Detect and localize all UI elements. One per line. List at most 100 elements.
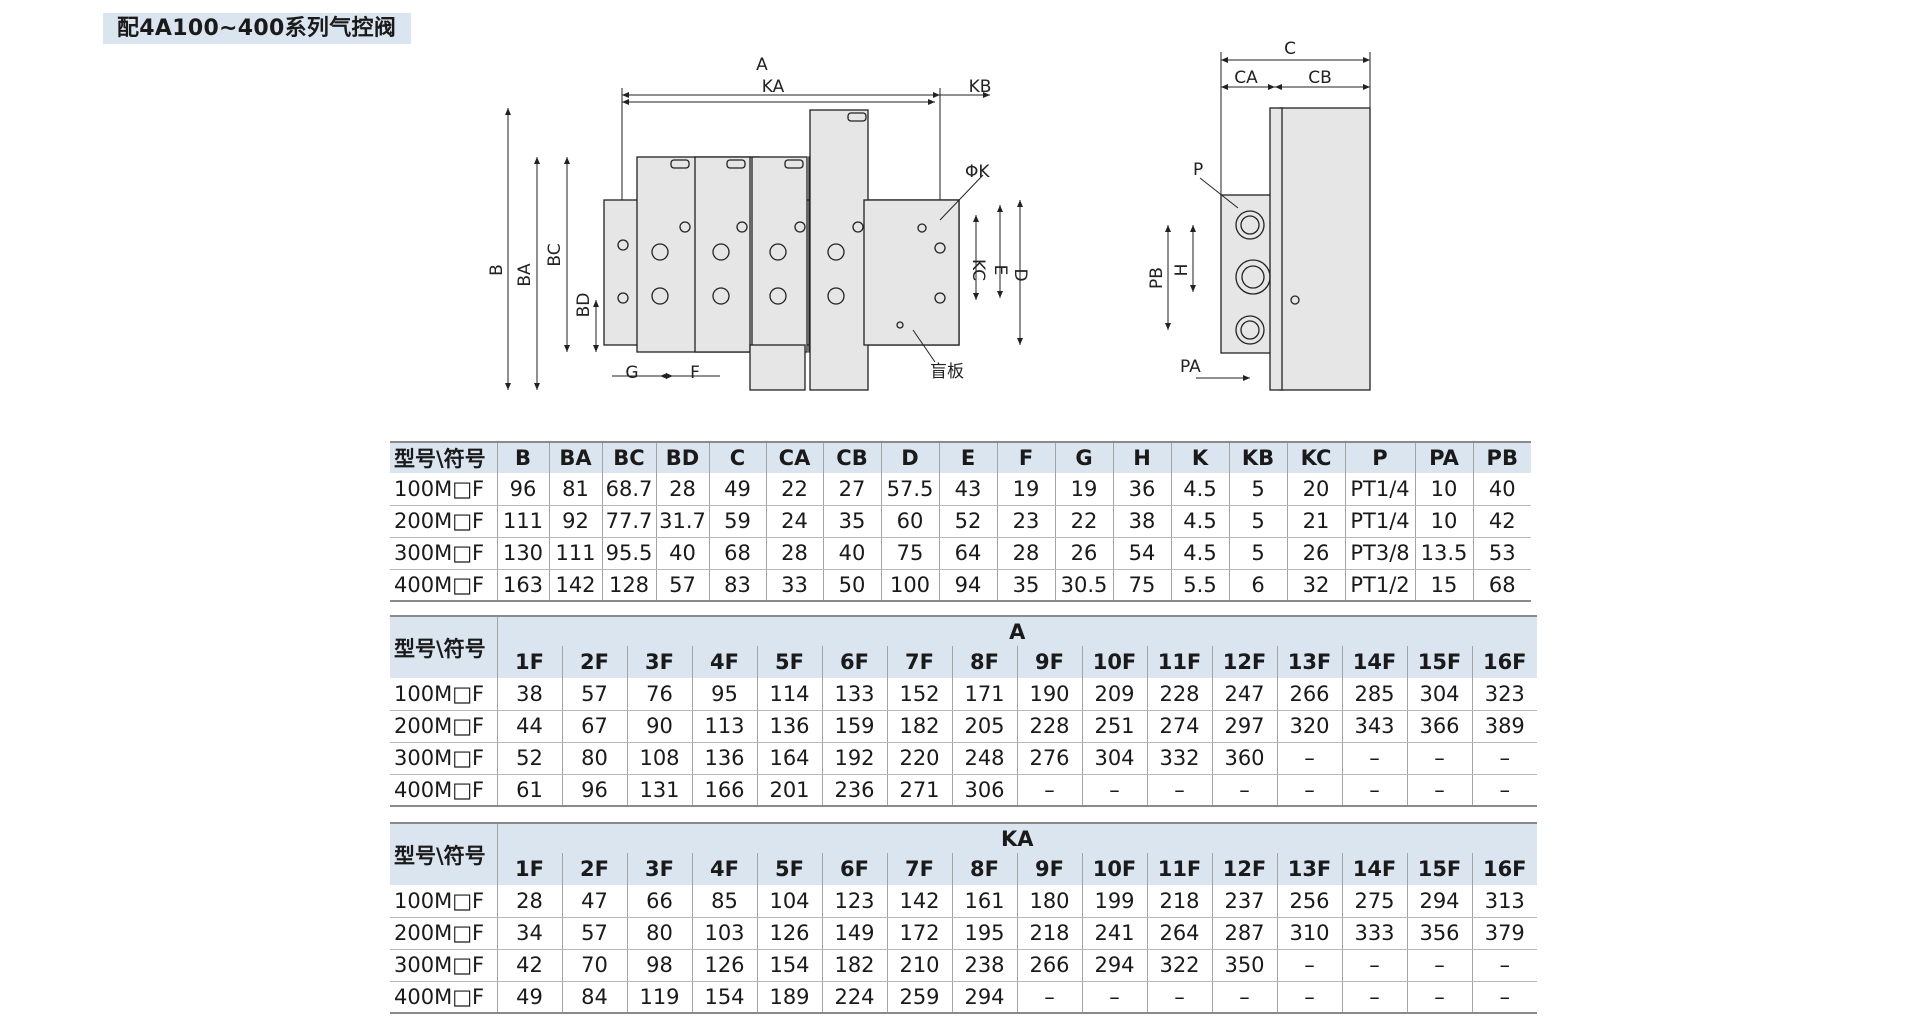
table-cell: 80 xyxy=(562,742,628,775)
table-cell: 256 xyxy=(1277,885,1343,918)
label-P: P xyxy=(1193,160,1203,180)
table-cell: – xyxy=(1407,949,1473,982)
table-cell: 126 xyxy=(757,917,823,950)
table-cell: 49 xyxy=(497,981,563,1014)
table-cell: 94 xyxy=(939,569,998,602)
table-cell: 4.5 xyxy=(1171,473,1230,506)
table-cell: 36 xyxy=(1113,473,1172,506)
table-cell: 379 xyxy=(1472,917,1537,950)
table-cell: 142 xyxy=(549,569,603,602)
table-cell: 5 xyxy=(1229,537,1288,570)
ka-dimension-table: 型号\符号 KA 1F 2F 3F 4F 5F 6F 7F 8F 9F 10F … xyxy=(390,822,1537,1014)
table-cell: 205 xyxy=(952,710,1018,743)
label-D: D xyxy=(1010,268,1030,281)
table-cell: PT3/8 xyxy=(1345,537,1416,570)
table-cell: PT1/4 xyxy=(1345,473,1416,506)
col-header: 11F xyxy=(1147,646,1213,678)
table-cell: 275 xyxy=(1342,885,1408,918)
table-cell: 126 xyxy=(692,949,758,982)
table-cell: 210 xyxy=(887,949,953,982)
row-label: 400M□F xyxy=(390,981,498,1014)
table-cell: 304 xyxy=(1082,742,1148,775)
page-title: 配4A100~400系列气控阀 xyxy=(103,13,411,44)
table-cell: – xyxy=(1277,742,1343,775)
table-cell: 61 xyxy=(497,774,563,807)
col-header: 16F xyxy=(1472,646,1537,678)
row-label: 300M□F xyxy=(390,742,498,775)
table-cell: 10 xyxy=(1415,505,1474,538)
table-cell: – xyxy=(1472,742,1537,775)
table-cell: 96 xyxy=(562,774,628,807)
col-header: 2F xyxy=(562,853,628,885)
table-cell: 287 xyxy=(1212,917,1278,950)
label-BD: BD xyxy=(574,293,594,318)
table-cell: 85 xyxy=(692,885,758,918)
col-header: BA xyxy=(549,441,603,473)
table-cell: – xyxy=(1407,774,1473,807)
table-cell: 313 xyxy=(1472,885,1537,918)
table-cell: – xyxy=(1342,774,1408,807)
table-cell: 238 xyxy=(952,949,1018,982)
table-cell: 44 xyxy=(497,710,563,743)
label-CB: CB xyxy=(1308,68,1332,88)
table-cell: 182 xyxy=(887,710,953,743)
col-header: 13F xyxy=(1277,646,1343,678)
table-cell: 350 xyxy=(1212,949,1278,982)
table-row: 400M□F 61 96 131 166 201 236 271 306 – –… xyxy=(390,774,1537,807)
row-label: 300M□F xyxy=(390,949,498,982)
table-cell: 32 xyxy=(1287,569,1346,602)
table-cell: 294 xyxy=(1407,885,1473,918)
table-cell: 259 xyxy=(887,981,953,1014)
table-cell: 80 xyxy=(627,917,693,950)
table-cell: – xyxy=(1017,981,1083,1014)
table-cell: 57.5 xyxy=(881,473,940,506)
table-cell: 199 xyxy=(1082,885,1148,918)
table-cell: 111 xyxy=(549,537,603,570)
table-cell: 22 xyxy=(1055,505,1114,538)
table-cell: 5 xyxy=(1229,473,1288,506)
table-cell: 142 xyxy=(887,885,953,918)
col-header: KB xyxy=(1229,441,1288,473)
col-header: 9F xyxy=(1017,646,1083,678)
label-C: C xyxy=(1284,39,1296,59)
table-cell: 33 xyxy=(766,569,824,602)
col-header: CA xyxy=(766,441,824,473)
col-header: K xyxy=(1171,441,1230,473)
table-cell: 57 xyxy=(562,917,628,950)
table-cell: 276 xyxy=(1017,742,1083,775)
table-cell: 52 xyxy=(497,742,563,775)
table-cell: 10 xyxy=(1415,473,1474,506)
table-cell: 35 xyxy=(997,569,1056,602)
label-BC: BC xyxy=(545,243,565,266)
table-cell: 304 xyxy=(1407,678,1473,711)
table-cell: 159 xyxy=(822,710,888,743)
label-PA: PA xyxy=(1180,357,1201,377)
table-cell: 40 xyxy=(823,537,882,570)
table-cell: – xyxy=(1277,949,1343,982)
table-cell: 43 xyxy=(939,473,998,506)
table-cell: 81 xyxy=(549,473,603,506)
table-cell: – xyxy=(1342,742,1408,775)
label-blank-plate: 盲板 xyxy=(930,362,964,382)
col-header: 12F xyxy=(1212,853,1278,885)
col-header: 1F xyxy=(497,853,563,885)
label-KB: KB xyxy=(969,77,992,97)
table-cell: 251 xyxy=(1082,710,1148,743)
table-cell: – xyxy=(1407,981,1473,1014)
table-cell: 57 xyxy=(562,678,628,711)
table-cell: 332 xyxy=(1147,742,1213,775)
table-cell: 310 xyxy=(1277,917,1343,950)
table-cell: 133 xyxy=(822,678,888,711)
table-cell: 360 xyxy=(1212,742,1278,775)
table-cell: 100 xyxy=(881,569,940,602)
table-cell: – xyxy=(1472,774,1537,807)
table-cell: 31.7 xyxy=(656,505,710,538)
label-F: F xyxy=(690,363,700,383)
table-cell: 28 xyxy=(497,885,563,918)
col-header: 8F xyxy=(952,853,1018,885)
table-cell: 356 xyxy=(1407,917,1473,950)
col-header: B xyxy=(497,441,550,473)
col-header: 6F xyxy=(822,853,888,885)
row-label: 100M□F xyxy=(390,885,498,918)
col-header: 13F xyxy=(1277,853,1343,885)
